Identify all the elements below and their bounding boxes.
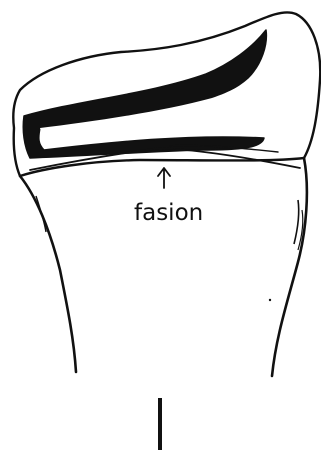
bone-shaft-right-edge — [272, 158, 307, 376]
shaft-mark-right — [294, 200, 299, 244]
shaft-mark-left — [36, 196, 46, 232]
arrow-up-icon — [158, 168, 170, 188]
speck — [269, 299, 271, 301]
bone-shaft-left-edge — [20, 176, 76, 372]
scale-bar — [158, 398, 162, 450]
annotation-label: fasion — [134, 200, 203, 226]
